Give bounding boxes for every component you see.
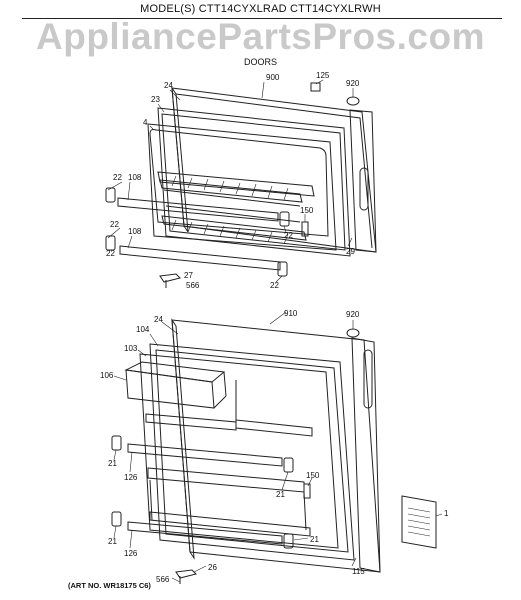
callout-920: 920 xyxy=(346,79,360,88)
callout-24: 24 xyxy=(154,315,163,324)
ff-bracket-right-lower xyxy=(283,533,294,549)
callout-21: 21 xyxy=(108,537,117,546)
callout-566: 566 xyxy=(156,575,170,584)
callout-24: 24 xyxy=(164,81,173,90)
fresh-food-gasket xyxy=(149,343,355,561)
callout-26: 26 xyxy=(208,563,217,572)
ff-door-stop xyxy=(303,483,311,499)
callout-22: 22 xyxy=(110,220,119,229)
callout-27: 27 xyxy=(184,271,193,280)
fresh-food-outer-door xyxy=(171,319,381,573)
freezer-gasket xyxy=(157,107,351,257)
callout-125: 125 xyxy=(316,71,330,80)
part-125 xyxy=(310,82,321,92)
callout-22: 22 xyxy=(270,281,279,290)
freezer-inner-liner xyxy=(147,123,337,251)
ff-bracket-left-upper xyxy=(111,435,122,451)
freezer-shelf-bar-lower xyxy=(119,245,281,271)
tech-sheet xyxy=(401,495,437,549)
freezer-plug xyxy=(346,96,360,106)
callout-22: 22 xyxy=(106,249,115,258)
fresh-food-handle-slot xyxy=(363,349,373,409)
watermark-logo: AppliancePartsPros.com xyxy=(36,16,485,57)
callout-103: 103 xyxy=(124,344,138,353)
shelf-bracket-left-lower xyxy=(105,235,116,251)
callout-920: 920 xyxy=(346,310,360,319)
fresh-food-door-assembly xyxy=(111,318,437,584)
section-title: DOORS xyxy=(243,57,277,67)
callout-104: 104 xyxy=(136,325,150,334)
callout-21: 21 xyxy=(276,490,285,499)
fresh-food-inner-liner xyxy=(139,353,339,549)
callout-108: 108 xyxy=(128,227,142,236)
fresh-food-hinge xyxy=(175,569,197,579)
fresh-food-plug xyxy=(346,328,360,338)
callout-150: 150 xyxy=(300,206,314,215)
freezer-handle-slot xyxy=(359,167,369,211)
callout-115: 115 xyxy=(352,567,365,576)
freezer-shelf-bar-upper xyxy=(117,197,279,222)
callout-4: 4 xyxy=(143,118,148,127)
fresh-food-shelf-bar-upper xyxy=(127,443,283,467)
callout-900: 900 xyxy=(266,73,280,82)
callout-106: 106 xyxy=(100,371,114,380)
fresh-food-shelf-bar-lower xyxy=(127,521,283,545)
callout-108: 108 xyxy=(128,173,142,182)
callout-566: 566 xyxy=(186,281,200,290)
callout-29: 29 xyxy=(346,247,355,256)
art-number: (ART NO. WR18175 C6) xyxy=(68,581,151,590)
ff-bracket-right-upper xyxy=(283,457,294,473)
callout-910: 910 xyxy=(284,309,298,318)
callout-126: 126 xyxy=(124,473,138,482)
callout-1: 1 xyxy=(444,509,449,518)
callout-21: 21 xyxy=(108,459,117,468)
callout-150: 150 xyxy=(306,471,320,480)
freezer-door-assembly xyxy=(105,82,377,288)
freezer-hinge xyxy=(159,273,181,283)
callout-22: 22 xyxy=(284,231,293,240)
ff-bracket-left-lower xyxy=(111,511,122,527)
callout-21: 21 xyxy=(310,535,319,544)
title-rule xyxy=(22,18,502,19)
shelf-bracket-right-lower xyxy=(277,261,288,277)
callout-126: 126 xyxy=(124,549,138,558)
shelf-bracket-left-upper xyxy=(105,187,116,203)
shelf-bracket-right-upper xyxy=(279,211,290,227)
callout-23: 23 xyxy=(151,95,160,104)
callout-22: 22 xyxy=(113,173,122,182)
model-title: MODEL(S) CTT14CYXLRAD CTT14CYXLRWH xyxy=(140,3,381,15)
